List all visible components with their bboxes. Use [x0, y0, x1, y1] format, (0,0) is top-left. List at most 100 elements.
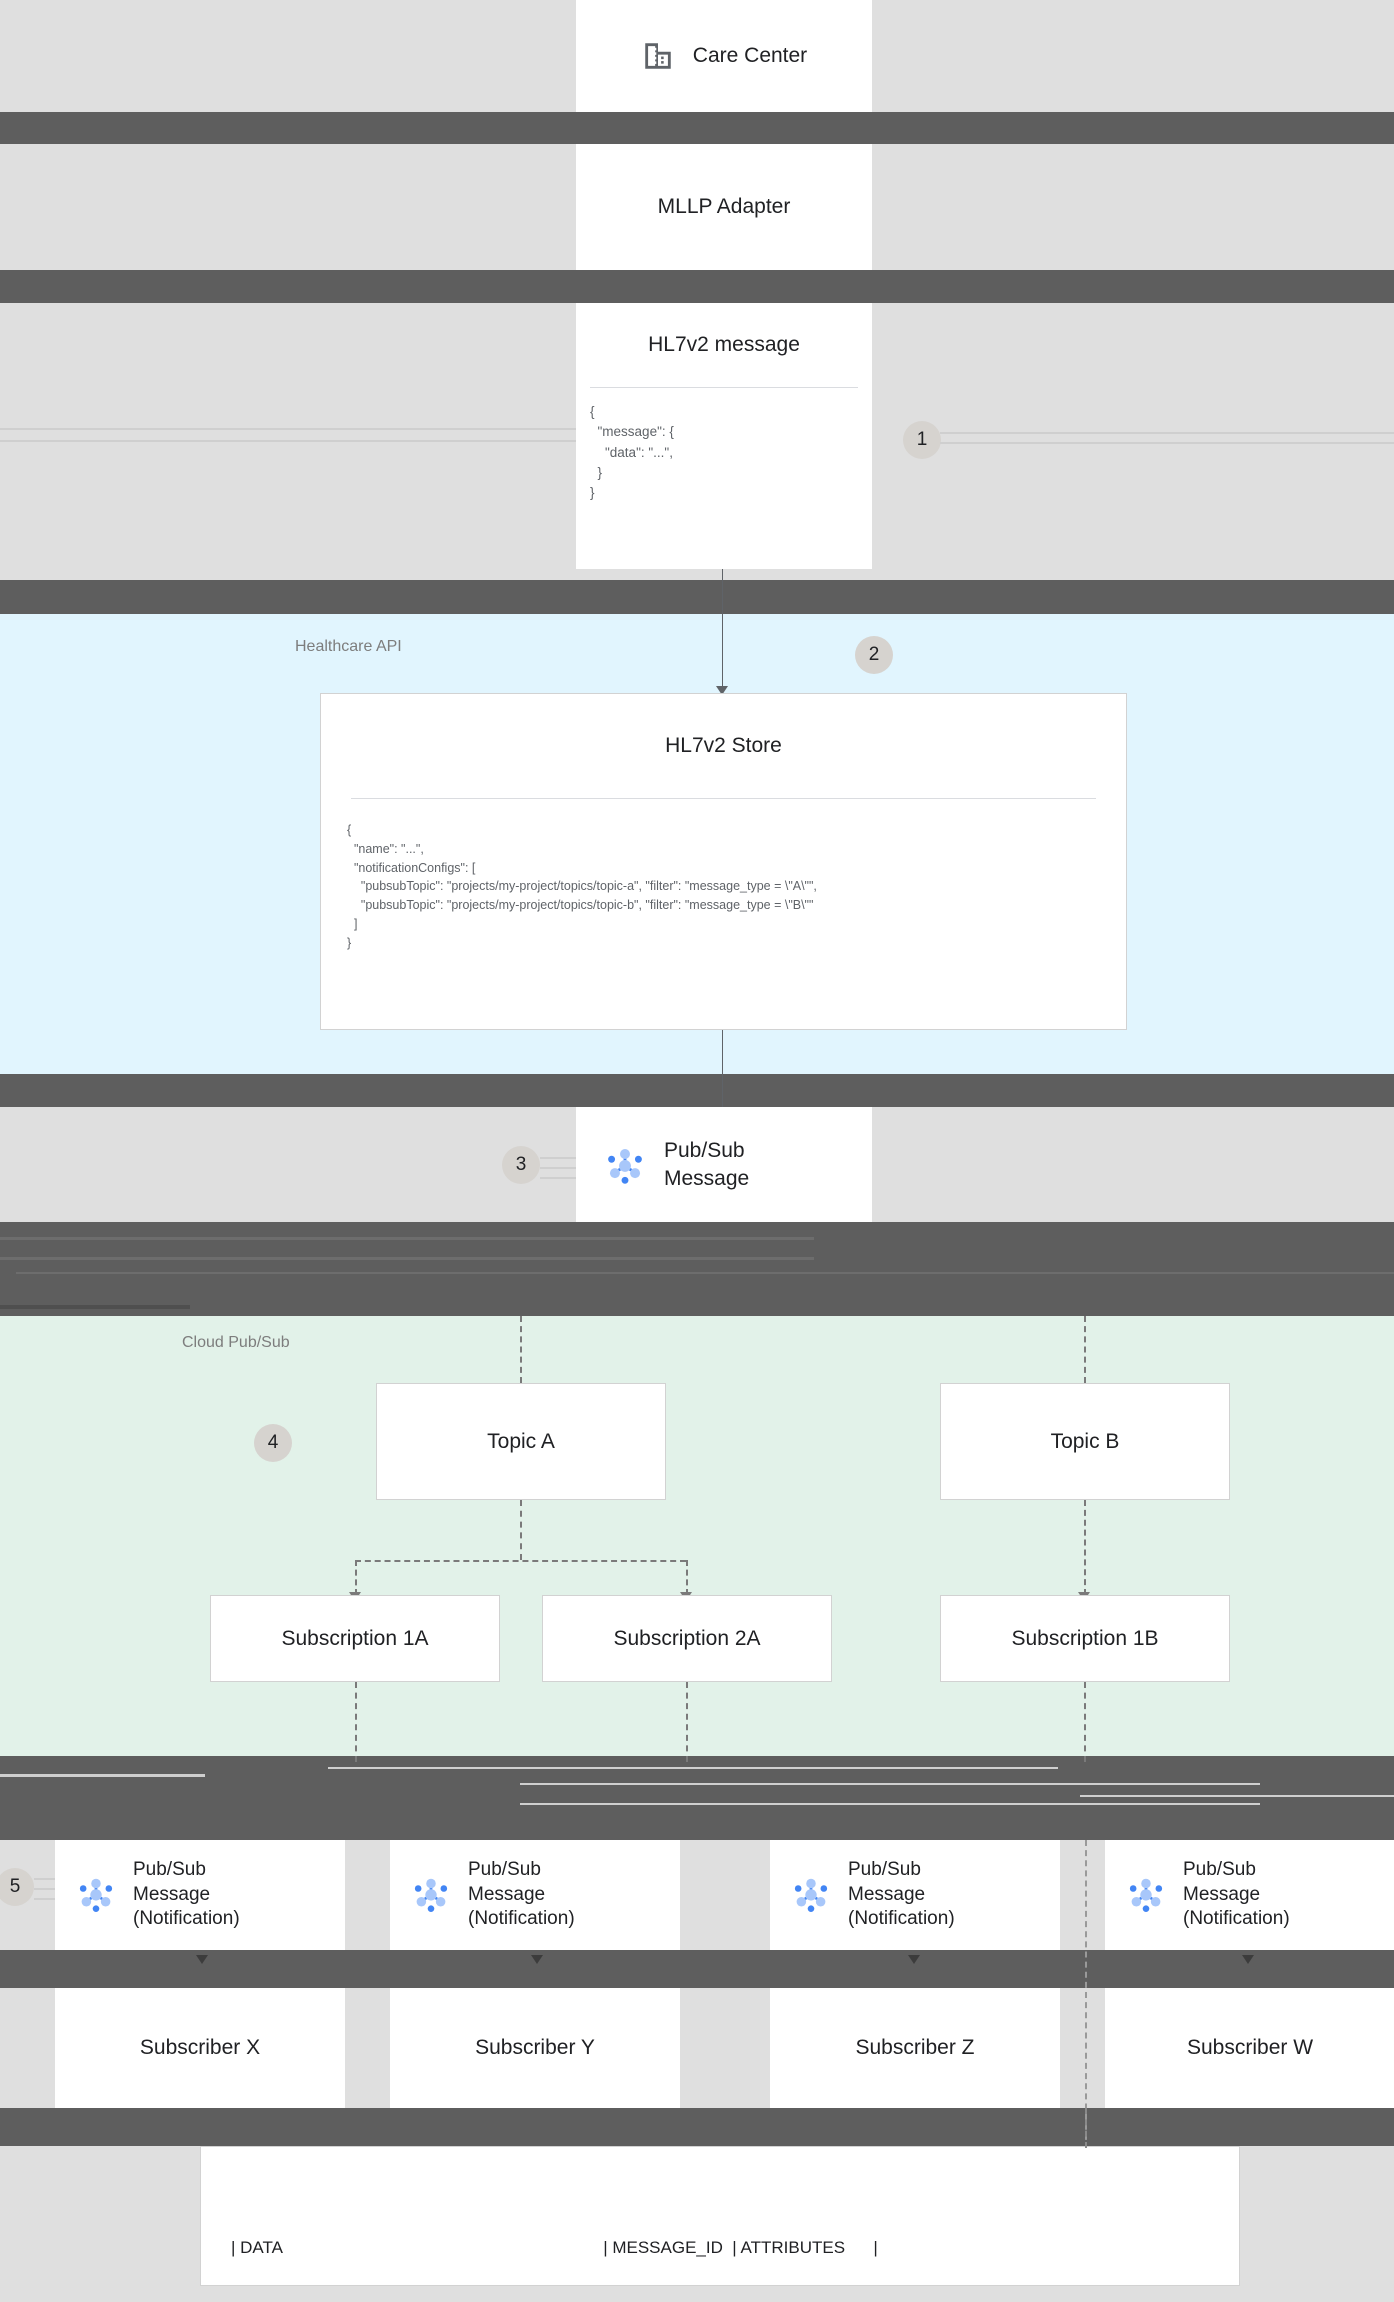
- band-dark-7: [0, 1950, 1394, 1988]
- step-badge-3: 3: [502, 1146, 540, 1184]
- notification-card-2[interactable]: Pub/Sub Message (Notification): [390, 1840, 680, 1950]
- arrow-message-to-store: [716, 686, 728, 695]
- node-hl7v2-store-code: { "name": "...", "notificationConfigs": …: [347, 823, 817, 950]
- node-topic-a-label: Topic A: [487, 1429, 555, 1453]
- node-subscription-2a-label: Subscription 2A: [613, 1626, 761, 1650]
- node-hl7v2-message-rule: [590, 387, 858, 388]
- sliver-10: [520, 1803, 1260, 1805]
- band-dark-3: [0, 580, 1394, 614]
- connector-sub1b-down: [1084, 1682, 1086, 1762]
- notification-card-3[interactable]: Pub/Sub Message (Notification): [770, 1840, 1060, 1950]
- band-dark-1: [0, 112, 1394, 144]
- node-subscriber-y[interactable]: Subscriber Y: [390, 1988, 680, 2108]
- sliver-6: [0, 1774, 205, 1777]
- node-care-center[interactable]: Care Center: [576, 0, 872, 112]
- node-subscriber-x-label: Subscriber X: [139, 2036, 261, 2060]
- connector-sub2a-down: [686, 1682, 688, 1762]
- sliver-9: [1080, 1795, 1394, 1797]
- node-subscription-2a[interactable]: Subscription 2A: [542, 1595, 832, 1682]
- notification-card-4-label: Pub/Sub Message (Notification): [1183, 1858, 1290, 1930]
- node-subscriber-w[interactable]: Subscriber W: [1105, 1988, 1394, 2108]
- zone-label-healthcare-api: Healthcare API: [295, 638, 402, 655]
- band-dark-2: [0, 270, 1394, 303]
- badge-5-leader: [34, 1878, 55, 1880]
- badge-1-leader: [940, 432, 1394, 434]
- connector-topic-a-stem: [520, 1500, 522, 1560]
- connector-topic-b-to-sub1b: [1084, 1500, 1086, 1595]
- connector-pubsub-to-topic-a: [520, 1316, 522, 1383]
- node-topic-b-label: Topic B: [1050, 1429, 1120, 1453]
- connector-message-to-store: [722, 566, 723, 686]
- sliver-7: [328, 1767, 1058, 1769]
- step-badge-2: 2: [855, 636, 893, 674]
- badge-3-leader-2: [540, 1167, 576, 1169]
- node-subscription-1b-label: Subscription 1B: [1011, 1626, 1159, 1650]
- node-pubsub-message-label: Pub/Sub Message: [664, 1139, 750, 1190]
- pubsub-icon: [1123, 1872, 1169, 1918]
- band-dark-6: [0, 1756, 1394, 1840]
- node-subscriber-z[interactable]: Subscriber Z: [770, 1988, 1060, 2108]
- zone-label-cloud-pubsub: Cloud Pub/Sub: [182, 1334, 290, 1351]
- sliver-1: [0, 1237, 814, 1240]
- zone-cloud-pubsub: [0, 1316, 1394, 1756]
- sliver-5: [0, 1305, 190, 1309]
- node-care-center-label: Care Center: [692, 44, 808, 68]
- pubsub-icon: [788, 1872, 834, 1918]
- connector-topic-a-to-sub1a: [355, 1560, 357, 1595]
- node-hl7v2-store-rule: [351, 798, 1096, 799]
- badge-1-leader-2: [940, 442, 1394, 444]
- band-dark-8: [0, 2108, 1394, 2146]
- pubsub-icon: [73, 1872, 119, 1918]
- terminal-output-card: | DATA | MESSAGE_ID | ATTRIBUTES | | ---…: [200, 2146, 1240, 2286]
- node-hl7v2-store[interactable]: HL7v2 Store { "name": "...", "notificati…: [320, 693, 1127, 1030]
- arrow-notify-x: [196, 1955, 208, 1964]
- node-subscription-1b[interactable]: Subscription 1B: [940, 1595, 1230, 1682]
- step-badge-5: 5: [0, 1868, 34, 1906]
- connector-terminal-tick: [1085, 2108, 1087, 2148]
- badge-5-leader-2: [34, 1888, 55, 1890]
- node-subscriber-x[interactable]: Subscriber X: [55, 1988, 345, 2108]
- sliver-8: [520, 1783, 1260, 1785]
- connector-topic-a-fan: [355, 1560, 686, 1562]
- notification-card-2-label: Pub/Sub Message (Notification): [468, 1858, 575, 1930]
- step-badge-4: 4: [254, 1424, 292, 1462]
- node-topic-b[interactable]: Topic B: [940, 1383, 1230, 1500]
- node-subscriber-w-label: Subscriber W: [1186, 2036, 1314, 2060]
- band-dark-5b: [0, 1284, 1394, 1316]
- notification-card-4[interactable]: Pub/Sub Message (Notification): [1105, 1840, 1394, 1950]
- notification-card-1[interactable]: Pub/Sub Message (Notification): [55, 1840, 345, 1950]
- step-badge-1: 1: [903, 421, 941, 459]
- building-icon: [641, 39, 675, 73]
- pubsub-icon: [602, 1142, 648, 1188]
- node-hl7v2-message-label: HL7v2 message: [648, 333, 800, 356]
- node-hl7v2-store-label: HL7v2 Store: [665, 734, 782, 757]
- node-subscription-1a[interactable]: Subscription 1A: [210, 1595, 500, 1682]
- connector-store-to-pubsub: [722, 1030, 723, 1120]
- arrow-notify-w: [1242, 1955, 1254, 1964]
- node-hl7v2-message-code: { "message": { "data": "...", } }: [590, 404, 674, 500]
- notification-card-1-label: Pub/Sub Message (Notification): [133, 1858, 240, 1930]
- pubsub-icon: [408, 1872, 454, 1918]
- node-subscriber-z-label: Subscriber Z: [855, 2036, 975, 2060]
- node-hl7v2-message[interactable]: HL7v2 message { "message": { "data": "..…: [576, 303, 872, 569]
- terminal-header: | DATA | MESSAGE_ID | ATTRIBUTES |: [231, 2237, 878, 2257]
- arrow-notify-y: [531, 1955, 543, 1964]
- notification-card-3-label: Pub/Sub Message (Notification): [848, 1858, 955, 1930]
- band-dark-4: [0, 1074, 1394, 1107]
- sliver-3: [16, 1272, 1394, 1274]
- sliver-2: [0, 1257, 814, 1260]
- node-subscription-1a-label: Subscription 1A: [281, 1626, 429, 1650]
- arrow-notify-z: [908, 1955, 920, 1964]
- band-dark-5: [0, 1222, 1394, 1284]
- badge-3-leader-3: [540, 1177, 576, 1179]
- node-pubsub-message[interactable]: Pub/Sub Message: [576, 1107, 872, 1222]
- node-topic-a[interactable]: Topic A: [376, 1383, 666, 1500]
- node-mllp-adapter[interactable]: MLLP Adapter: [576, 144, 872, 270]
- badge-1-leader-left: [0, 428, 576, 430]
- node-mllp-adapter-label: MLLP Adapter: [657, 195, 791, 219]
- badge-5-leader-3: [34, 1898, 55, 1900]
- connector-sub1a-down: [355, 1682, 357, 1762]
- badge-1-leader-left-2: [0, 440, 576, 442]
- connector-pubsub-to-topic-b: [1084, 1316, 1086, 1383]
